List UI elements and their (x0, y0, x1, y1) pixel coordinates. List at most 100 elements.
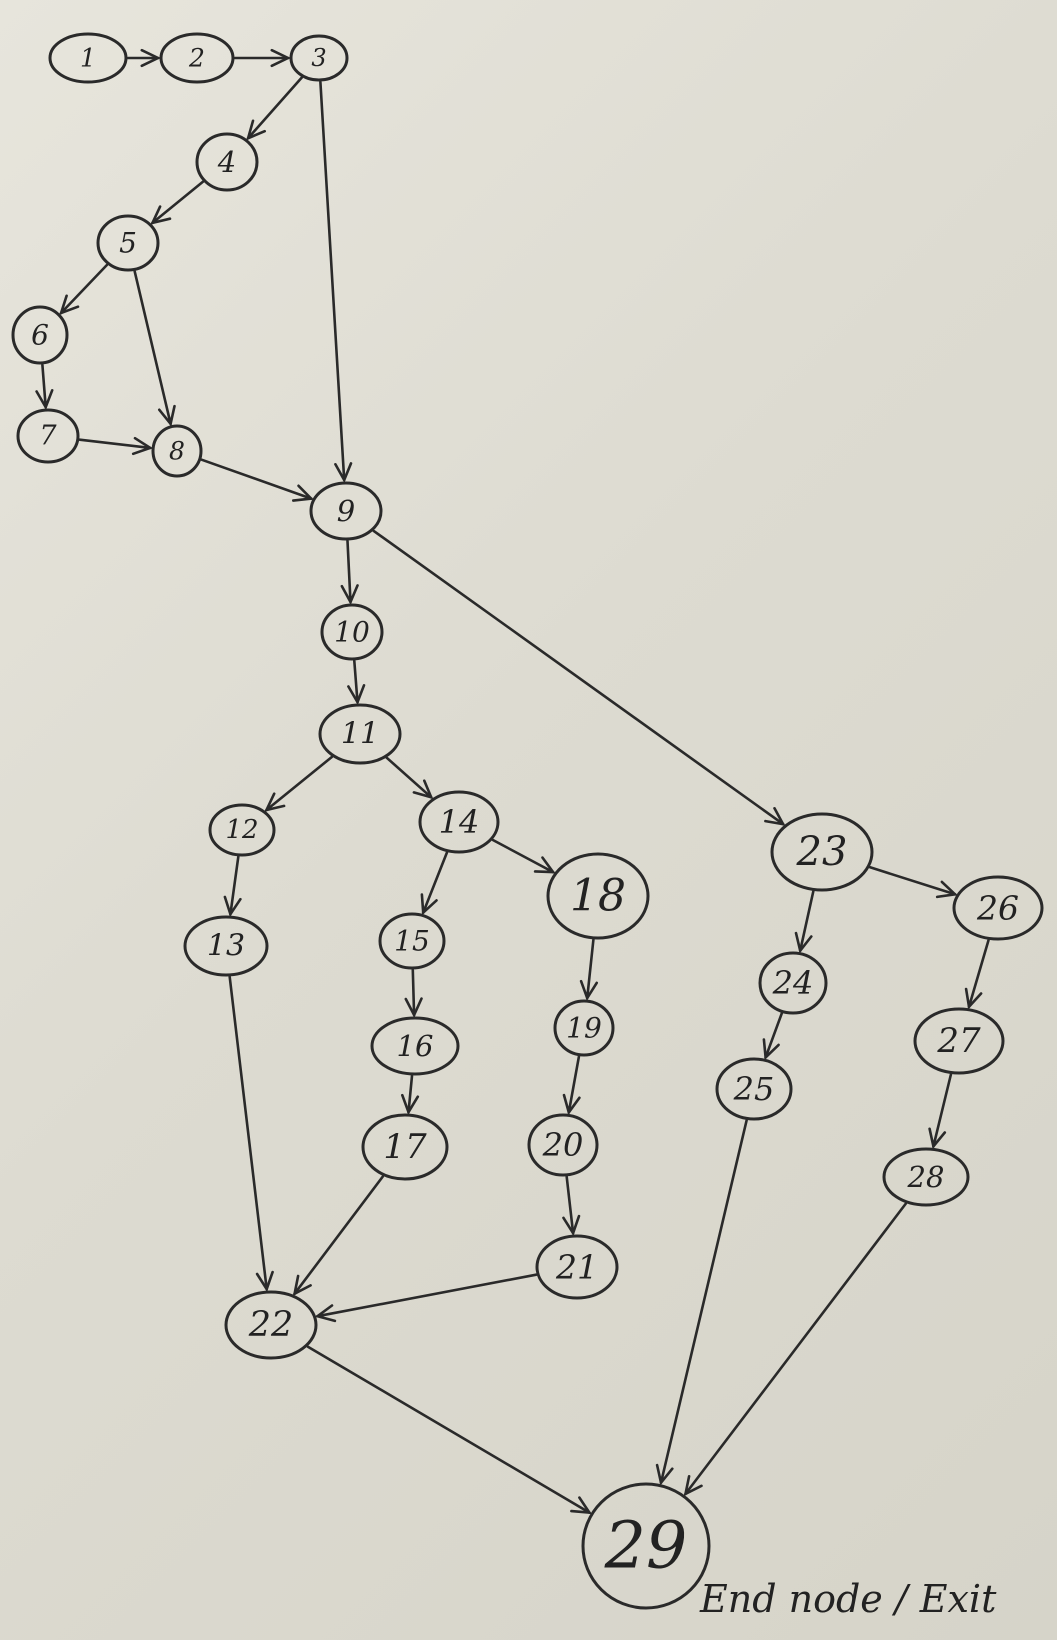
node-label: 29 (604, 1509, 688, 1584)
arrow-head (401, 1093, 420, 1116)
node-circle (224, 1290, 318, 1360)
node-circle (770, 812, 874, 892)
node-circle (48, 32, 128, 84)
node-5: 5 (96, 214, 160, 272)
node-label: 2 (188, 44, 205, 73)
arrow-head (59, 294, 80, 316)
edge-line (59, 263, 109, 315)
arrow-head (340, 584, 359, 605)
node-circle (208, 803, 276, 857)
node-23: 23 (770, 812, 874, 892)
arrow-head (347, 684, 366, 706)
node-label: 1 (80, 44, 96, 73)
arrow-head (762, 1038, 780, 1061)
edge-16-to-17 (401, 1074, 420, 1116)
node-label: 18 (570, 871, 626, 922)
node-label: 16 (397, 1029, 434, 1063)
edge-line (316, 1273, 538, 1318)
edge-3-to-4 (246, 76, 304, 141)
arrow-head (683, 1475, 703, 1497)
node-circle (96, 214, 160, 272)
edge-12-to-13 (223, 855, 242, 918)
node-label: 12 (225, 815, 258, 845)
edge-10-to-11 (347, 659, 366, 706)
arrow-head (35, 389, 54, 411)
arrow-head (570, 1496, 592, 1515)
node-label: 13 (207, 929, 245, 964)
node-label: 6 (31, 319, 49, 352)
arrow-head (150, 205, 172, 225)
node-20: 20 (527, 1113, 599, 1177)
edge-9-to-10 (340, 539, 359, 605)
node-label: 11 (341, 717, 379, 752)
node-8: 8 (151, 424, 203, 478)
edge-line (407, 1074, 414, 1114)
arrow-head (314, 1304, 337, 1323)
arrow-head (140, 48, 161, 68)
node-26: 26 (952, 875, 1044, 941)
arrow-head (131, 436, 154, 456)
edge-line (78, 438, 152, 450)
edge-19-to-20 (562, 1055, 581, 1116)
arrow-head (404, 997, 423, 1018)
node-circle (289, 34, 349, 82)
arrow-head (334, 462, 353, 483)
node-label: 21 (555, 1248, 598, 1287)
edge-18-to-19 (579, 938, 598, 1002)
arrow-head (246, 119, 266, 141)
edge-line (585, 938, 595, 1000)
node-12: 12 (208, 803, 276, 857)
node-10: 10 (320, 603, 384, 661)
node-circle (758, 951, 828, 1015)
edge-5-to-6 (59, 263, 109, 316)
edge-line (565, 1175, 575, 1235)
node-label: 3 (311, 44, 326, 72)
edge-23-to-24 (794, 890, 815, 954)
arrow-head (292, 484, 315, 502)
node-label: 20 (542, 1126, 584, 1164)
arrow-head (255, 1270, 274, 1293)
edge-22-to-29 (306, 1345, 592, 1515)
edge-line (385, 756, 433, 799)
node-19: 19 (553, 999, 615, 1057)
node-circle (882, 1147, 970, 1207)
node-21: 21 (535, 1234, 619, 1300)
edge-line (372, 529, 785, 826)
edge-line (41, 363, 48, 409)
node-circle (546, 852, 650, 940)
node-7: 7 (16, 408, 80, 464)
arrow-head (292, 1274, 312, 1297)
arrow-head (964, 987, 983, 1010)
node-27: 27 (913, 1007, 1005, 1075)
edge-line (265, 755, 334, 812)
edge-26-to-27 (964, 938, 990, 1010)
node-9: 9 (309, 481, 383, 541)
edge-17-to-22 (292, 1175, 385, 1297)
edge-line (228, 975, 269, 1291)
edge-line (319, 80, 346, 482)
node-13: 13 (183, 915, 269, 977)
node-circle (159, 32, 235, 84)
arrow-head (533, 856, 556, 874)
node-label: 7 (39, 421, 57, 452)
arrow-head (270, 48, 291, 68)
node-16: 16 (370, 1016, 460, 1076)
edge-line (246, 76, 304, 140)
end-node-caption: End node / Exit (699, 1577, 997, 1621)
edge-9-to-23 (372, 529, 786, 826)
edge-line (133, 270, 172, 426)
node-3: 3 (289, 34, 349, 82)
node-22: 22 (224, 1290, 318, 1360)
node-circle (16, 408, 80, 464)
edge-line (567, 1055, 581, 1114)
node-label: 9 (337, 494, 355, 528)
arrow-head (928, 1127, 947, 1150)
edge-line (411, 968, 416, 1017)
node-circle (378, 912, 446, 970)
edge-line (229, 855, 240, 916)
edge-line (868, 865, 957, 896)
edge-line (421, 851, 449, 914)
node-circle (581, 1482, 711, 1610)
edge-27-to-28 (928, 1073, 953, 1150)
node-circle (952, 875, 1044, 941)
